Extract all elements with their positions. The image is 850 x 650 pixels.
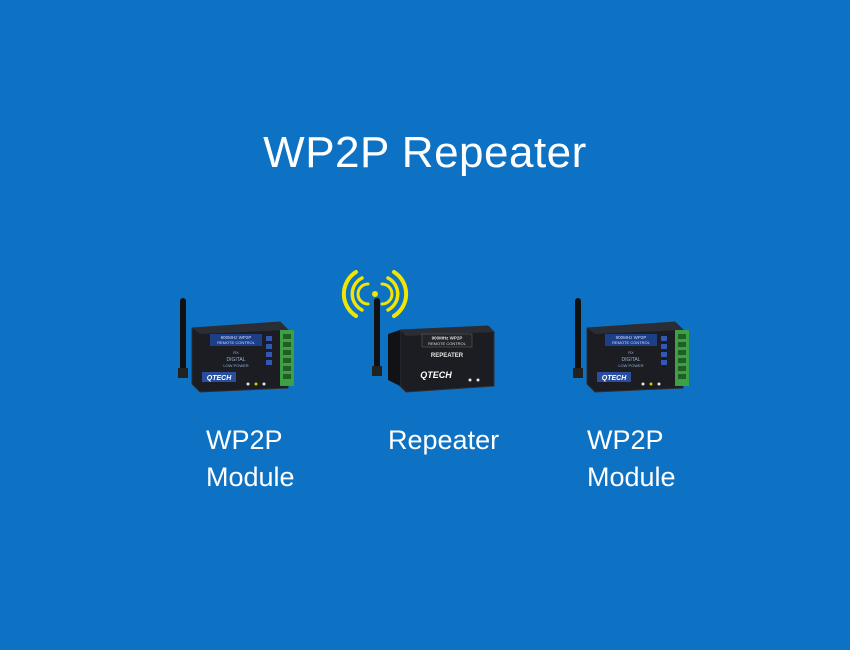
front-panel-label <box>421 333 473 348</box>
panel-text-line2: REMOTE CONTROL <box>428 341 467 346</box>
device-label-middle: Repeater <box>388 422 499 459</box>
repeater-device: 900MHz WP2P REMOTE CONTROL REPEATER QTEC… <box>372 298 495 393</box>
label-line1: WP2P <box>587 425 664 455</box>
body-text-rx: RX <box>233 350 239 355</box>
qtech-logo: QTECH <box>602 375 627 382</box>
label-line1: Repeater <box>388 425 500 455</box>
body-text-digital: DIGITAL <box>226 357 245 363</box>
qtech-logo: QTECH <box>207 375 232 382</box>
label-line2: Module <box>206 462 295 492</box>
panel-text-line1: 900MHz WP2P <box>221 335 252 340</box>
panel-text-line2: REMOTE CONTROL <box>612 340 651 345</box>
body-text-low-power: LOW POWER <box>223 363 248 368</box>
antenna <box>575 298 581 376</box>
panel-text-line1: 900MHz WP2P <box>616 335 647 340</box>
front-panel-label <box>605 334 657 346</box>
label-line1: WP2P <box>206 425 283 455</box>
panel-text-line2: REMOTE CONTROL <box>217 340 256 345</box>
wp2p-module-device: 900MHz WP2P REMOTE CONTROL RX DIGITAL LO… <box>573 298 689 393</box>
body-text-digital: DIGITAL <box>621 357 640 363</box>
device-label-left: WP2P Module <box>206 422 295 496</box>
label-line2: Module <box>587 462 676 492</box>
body-text-repeater: REPEATER <box>431 353 464 359</box>
front-panel-label <box>210 334 262 346</box>
body-text-rx: RX <box>628 350 634 355</box>
qtech-logo: QTECH <box>420 370 452 380</box>
antenna <box>374 298 380 374</box>
body-text-low-power: LOW POWER <box>618 363 643 368</box>
device-label-right: WP2P Module <box>587 422 676 496</box>
antenna <box>180 298 186 376</box>
wireless-signal-icon <box>341 270 409 318</box>
panel-text-line1: 900MHz WP2P <box>432 336 463 341</box>
diagram-title: WP2P Repeater <box>263 128 587 177</box>
wp2p-module-device: 900MHz WP2P REMOTE CONTROL RX DIGITAL LO… <box>178 298 294 393</box>
